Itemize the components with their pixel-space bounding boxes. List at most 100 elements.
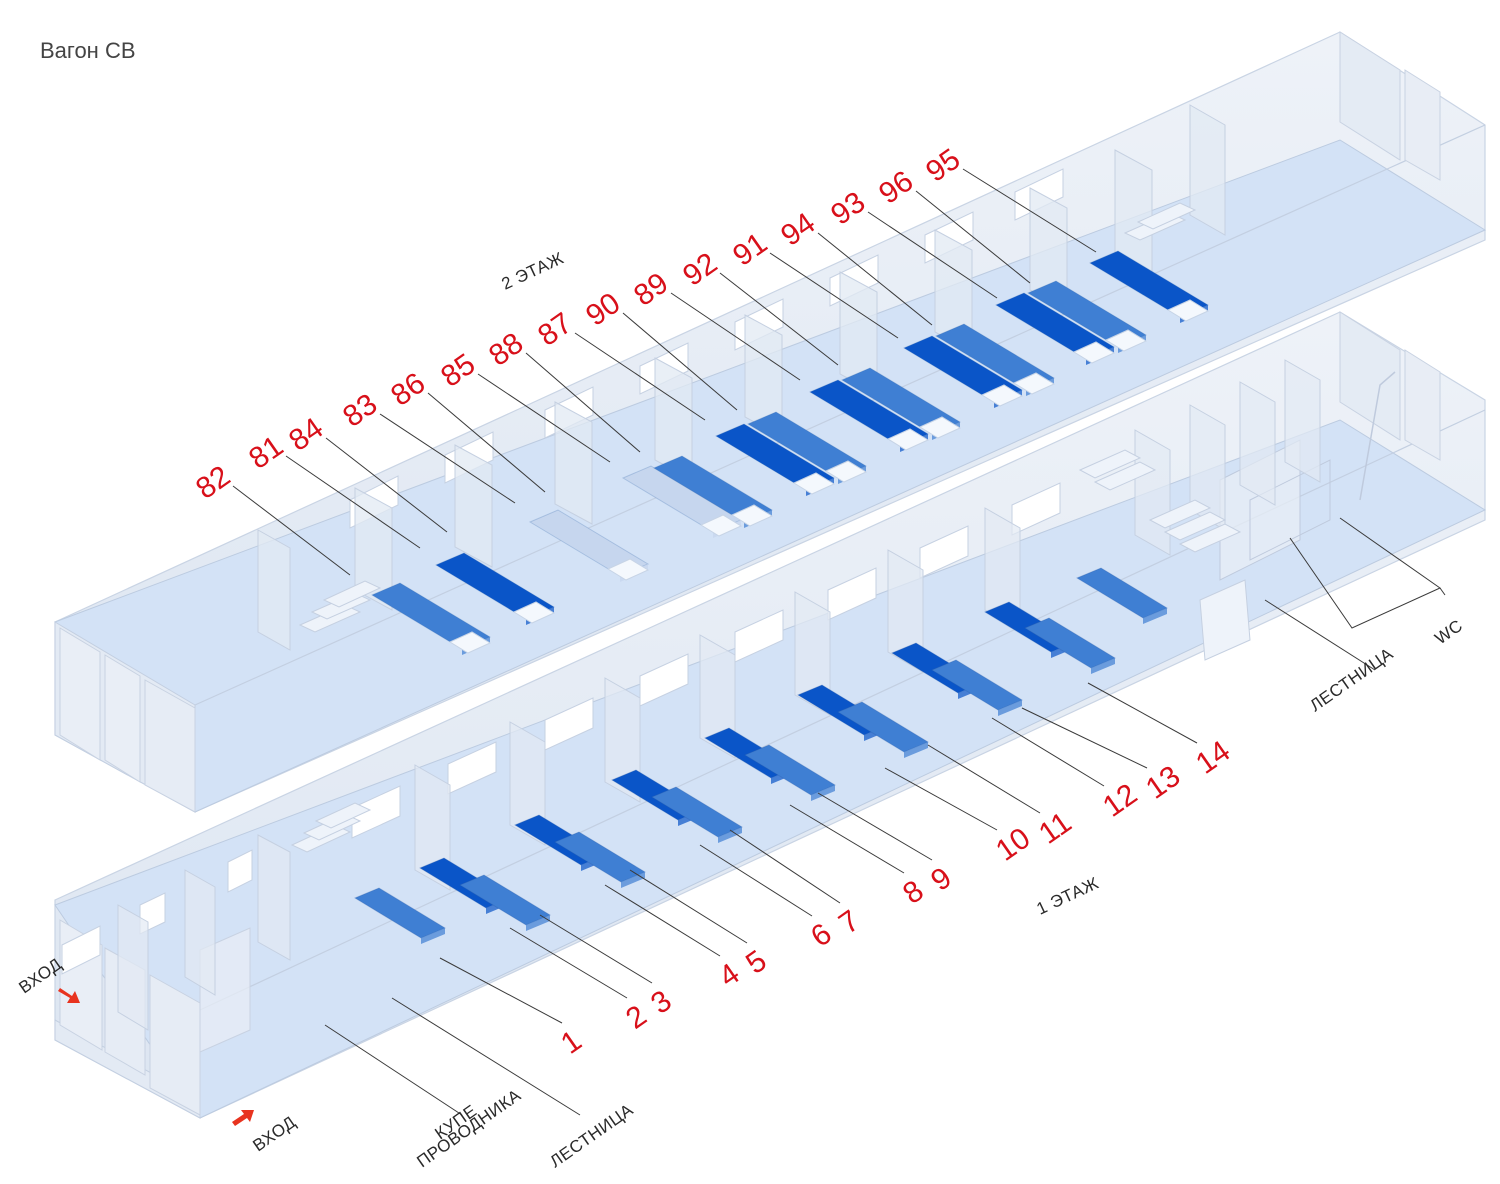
service-leader-lines: [324, 517, 1446, 1116]
lower-leader-lines: [439, 682, 1198, 1024]
lower-windows: [61, 482, 1061, 975]
upper-berth[interactable]: [434, 552, 556, 625]
lower-seat-number[interactable]: 10: [990, 822, 1036, 868]
upper-berth[interactable]: [902, 335, 1024, 408]
lower-leader-line: [884, 767, 998, 831]
upper-seat-number[interactable]: 84: [283, 412, 329, 458]
upper-leader-line: [525, 352, 641, 453]
lower-stairs: [290, 449, 1251, 853]
upper-leader-line: [325, 437, 448, 533]
lower-seat-number[interactable]: 7: [833, 904, 866, 941]
upper-leader-lines: [232, 168, 1097, 576]
wc-label: WC: [1431, 616, 1466, 648]
lower-seat-number[interactable]: 14: [1190, 735, 1236, 781]
lower-seat-number[interactable]: 8: [897, 874, 930, 911]
lower-leader-line: [729, 829, 841, 904]
entrance-arrow-bottom-icon: [232, 1110, 254, 1126]
lower-partitions: [117, 359, 1321, 1031]
upper-berth[interactable]: [528, 509, 650, 582]
upper-leader-line: [670, 292, 801, 381]
upper-berth[interactable]: [1026, 280, 1148, 353]
upper-leader-line: [232, 485, 351, 576]
upper-berth[interactable]: [840, 367, 962, 440]
upper-berth[interactable]: [934, 323, 1056, 396]
lower-berth[interactable]: [650, 786, 744, 843]
lower-seat-number[interactable]: 12: [1097, 778, 1143, 824]
upper-seat-number[interactable]: 83: [337, 388, 383, 434]
lower-leader-line: [927, 744, 1041, 814]
upper-leader-line: [427, 392, 546, 493]
upper-leader-line: [915, 190, 1031, 284]
upper-seat-number[interactable]: 96: [873, 165, 919, 211]
lower-seat-number[interactable]: 2: [620, 999, 653, 1036]
upper-seat-number[interactable]: 89: [628, 267, 674, 313]
lower-floor-label: 1 ЭТАЖ: [1034, 873, 1102, 918]
lower-leader-line: [629, 869, 748, 944]
lower-seat-number[interactable]: 5: [740, 944, 773, 981]
page-title: Вагон СВ: [40, 38, 136, 63]
lower-leader-line: [991, 717, 1105, 787]
upper-leader-line: [817, 232, 933, 326]
upper-leader-line: [719, 272, 839, 366]
lower-leader-line: [539, 914, 653, 984]
conductor-label-line2: ПРОВОДНИКА: [413, 1085, 524, 1171]
lower-seat-number[interactable]: 4: [713, 957, 746, 994]
upper-floor-label: 2 ЭТАЖ: [499, 248, 567, 293]
upper-leader-line: [769, 252, 899, 339]
lower-berth[interactable]: [353, 887, 447, 944]
lower-berth[interactable]: [930, 659, 1024, 716]
lower-leader-line: [1021, 707, 1148, 769]
upper-seat-number[interactable]: 85: [435, 348, 481, 394]
upper-leader-line: [379, 413, 516, 504]
upper-seat-number[interactable]: 86: [385, 367, 431, 413]
lower-seat-number[interactable]: 13: [1140, 760, 1186, 806]
upper-leader-line: [477, 373, 611, 463]
upper-seat-number[interactable]: 92: [677, 247, 723, 293]
upper-seat-number[interactable]: 87: [532, 307, 578, 353]
upper-berth[interactable]: [1088, 250, 1210, 323]
entrance-label-bottom: ВХОД: [249, 1112, 299, 1155]
upper-leader-line: [867, 211, 998, 299]
upper-leader-line: [285, 455, 421, 549]
upper-berth[interactable]: [746, 411, 868, 484]
lower-seat-number[interactable]: 6: [805, 917, 838, 954]
lower-seat-number[interactable]: 3: [645, 984, 678, 1021]
stairs-label-bottom: ЛЕСТНИЦА: [546, 1100, 636, 1171]
lower-seat-number[interactable]: 9: [925, 861, 958, 898]
lower-leader-line: [604, 884, 721, 957]
lower-leader-line: [817, 792, 933, 861]
upper-seat-number[interactable]: 91: [727, 227, 773, 273]
lower-berth[interactable]: [458, 874, 552, 931]
upper-seat-number[interactable]: 81: [243, 430, 289, 476]
upper-seat-number[interactable]: 88: [483, 327, 529, 373]
upper-berths: [370, 250, 1210, 655]
lower-leader-line: [789, 804, 905, 874]
upper-partitions: [257, 104, 1226, 651]
upper-seat-number[interactable]: 95: [920, 143, 966, 189]
upper-berth[interactable]: [808, 379, 930, 452]
lower-berth[interactable]: [743, 744, 837, 801]
lower-berth[interactable]: [1075, 567, 1169, 624]
lower-berth[interactable]: [1023, 617, 1117, 674]
lower-leader-line: [509, 927, 628, 999]
upper-berth[interactable]: [652, 455, 774, 528]
upper-berth[interactable]: [714, 423, 836, 496]
lower-berths: [353, 567, 1169, 944]
upper-berth[interactable]: [994, 292, 1116, 365]
upper-stairs: [298, 202, 1197, 633]
lower-seat-number[interactable]: 1: [555, 1024, 588, 1061]
entrance-arrow-left-icon: [58, 988, 80, 1003]
upper-leader-line: [574, 332, 706, 421]
upper-seat-number[interactable]: 94: [775, 207, 821, 253]
upper-berth[interactable]: [370, 582, 492, 655]
upper-berth[interactable]: [621, 465, 743, 538]
upper-leader-line: [962, 168, 1097, 253]
lower-leader-line: [1087, 682, 1198, 744]
lower-berth[interactable]: [836, 701, 930, 758]
upper-seat-number[interactable]: 82: [190, 460, 236, 506]
upper-seat-number[interactable]: 90: [580, 287, 626, 333]
upper-leader-line: [622, 312, 738, 411]
upper-seat-number[interactable]: 93: [825, 186, 871, 232]
lower-leader-line: [699, 844, 813, 917]
